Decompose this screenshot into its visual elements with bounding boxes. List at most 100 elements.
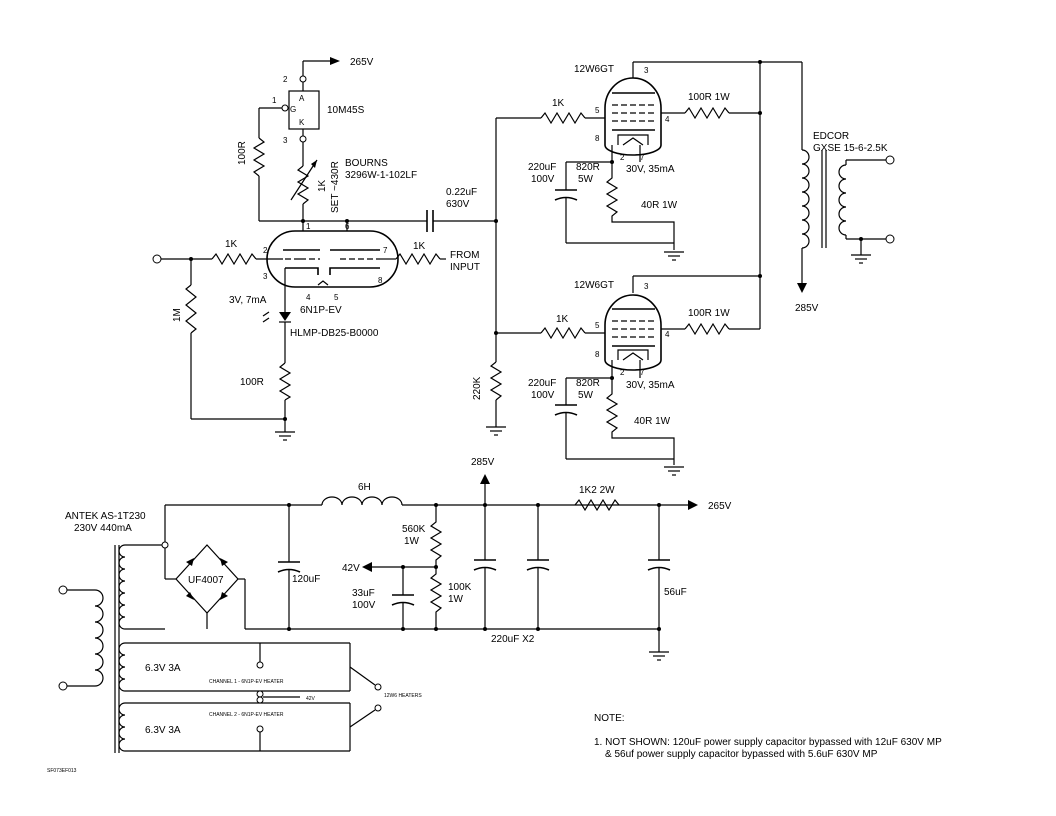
ground-symbol-input	[275, 431, 295, 441]
tube-pin-5: 5	[334, 293, 339, 302]
arrow-left-icon	[362, 562, 372, 572]
r-grid-leak-label: 220K	[472, 376, 483, 400]
scr-letter-k: K	[299, 118, 305, 127]
tube-1-pin2: 2	[620, 153, 625, 162]
ps-primary-winding	[94, 589, 104, 687]
resistor-screen-2	[684, 322, 730, 336]
tube-2-pin2: 2	[620, 368, 625, 377]
bias-1-label: 30V, 35mA	[626, 164, 675, 175]
led-part-label: HLMP-DB25-B0000	[290, 328, 379, 339]
pot-set-label: SET ~430R	[330, 161, 341, 213]
b-plus-label: 285V	[795, 303, 819, 314]
drawing-id: SF073EF013	[47, 768, 77, 774]
resistor-grid-leak-220k	[489, 361, 503, 401]
tube-12w6gt-2-label: 12W6GT	[574, 280, 614, 291]
resistor-grid-left	[211, 252, 257, 266]
tube-pin-8: 8	[378, 276, 383, 285]
heater-1-label: 6.3V 3A	[145, 663, 181, 674]
tube-12w6gt-1-label: 12W6GT	[574, 64, 614, 75]
r-drop-label: 1K2 2W	[579, 485, 615, 496]
choke-label: 6H	[358, 482, 371, 493]
resistor-gate-100r	[252, 137, 266, 177]
tube-pin-2: 2	[263, 246, 268, 255]
heater-42-label: 42V	[306, 696, 316, 702]
input-terminal	[152, 254, 162, 264]
notes: NOTE: 1. NOT SHOWN: 120uF power supply c…	[594, 713, 942, 760]
tube-2-pin4: 4	[665, 330, 670, 339]
cap-coupling-label: 0.22uF	[446, 187, 477, 198]
tube-1-pin8: 8	[595, 134, 600, 143]
ps-transformer-label: ANTEK AS-1T230	[65, 511, 146, 522]
r-cathode-label: 100R	[240, 377, 264, 388]
bias-label: 3V, 7mA	[229, 295, 267, 306]
r-div-bot-label: 100K	[448, 582, 472, 593]
r-input-label: 1M	[172, 308, 183, 322]
tube-6n1p-ev	[266, 230, 399, 288]
r-grid-right-label: 1K	[413, 241, 426, 252]
cap-cathode-2-label: 220uF	[528, 378, 556, 389]
resistor-560k	[429, 505, 443, 567]
heater-12w6-label: 12W6 HEATERS	[384, 693, 422, 699]
node-42-label: 42V	[342, 563, 360, 574]
r-cathode-2-w-label: 5W	[578, 390, 594, 401]
led-emission-arrows-icon	[262, 311, 270, 323]
ground-symbol-ps	[649, 651, 669, 661]
r-heater-1-label: 40R 1W	[641, 200, 678, 211]
cap-out-label: 56uF	[664, 587, 687, 598]
tube-12w6gt-2	[604, 294, 662, 371]
choke-6h	[321, 496, 403, 506]
tube-1-pin4: 4	[665, 115, 670, 124]
resistor-out-grid-2	[540, 326, 586, 340]
resistor-100k	[429, 567, 443, 629]
tube-1-pin5: 5	[595, 106, 600, 115]
ps-heater-winding-2	[118, 702, 126, 752]
cap-42-v-label: 100V	[352, 600, 376, 611]
rectifier-label: UF4007	[188, 575, 224, 586]
bias-2-label: 30V, 35mA	[626, 380, 675, 391]
tube-2-pin8: 8	[595, 350, 600, 359]
ground-symbol-tube1	[664, 251, 684, 261]
pot-value-label: 1K	[317, 179, 328, 192]
scr-10m45s	[281, 75, 320, 143]
r-div-bot-w-label: 1W	[448, 594, 464, 605]
input-label-1: FROM	[450, 250, 479, 261]
cap-cathode-1-label: 220uF	[528, 162, 556, 173]
notes-title: NOTE:	[594, 713, 625, 724]
scr-pin-a: 2	[283, 75, 288, 84]
tube-1-pin7: 7	[640, 153, 645, 162]
heater-ch1-label: CHANNEL 1 - 6N1P-EV HEATER	[209, 679, 284, 685]
r-cathode-1-w-label: 5W	[578, 174, 594, 185]
scr-pin-k: 3	[283, 136, 288, 145]
scr-letter-a: A	[299, 94, 305, 103]
r-cathode-1-label: 820R	[576, 162, 600, 173]
cap-cathode-2-v-label: 100V	[531, 390, 555, 401]
node-265-label: 265V	[708, 501, 732, 512]
tube-2-pin7: 7	[640, 368, 645, 377]
pot-part-label: 3296W-1-102LF	[345, 170, 417, 181]
r-out-grid-2-label: 1K	[556, 314, 569, 325]
r-gate-label: 100R	[237, 141, 248, 165]
resistor-cathode-100r	[278, 362, 292, 401]
r-div-top-label: 560K	[402, 524, 426, 535]
cap-coupling-v-label: 630V	[446, 199, 470, 210]
ps-secondary-hv-winding	[118, 544, 126, 630]
arrow-right-icon	[330, 57, 340, 65]
tube-pin-7: 7	[383, 246, 388, 255]
output-stage: 220K 1K 12W6GT 3 5 4 8 2 7	[472, 60, 895, 476]
node-285-label: 285V	[471, 457, 495, 468]
tube-1-pin3: 3	[644, 66, 649, 75]
scr-pin-g: 1	[272, 96, 277, 105]
arrow-down-icon	[797, 283, 807, 293]
input-stage: 1M 1K 2 1 6 7 3 8 4 5 6N1P-EV 1K FRO	[152, 57, 498, 441]
heater-2-label: 6.3V 3A	[145, 725, 181, 736]
r-screen-2-label: 100R 1W	[688, 308, 730, 319]
ground-symbol-gridleak	[486, 426, 506, 436]
scr-letter-g: G	[290, 105, 296, 114]
r-out-grid-1-label: 1K	[552, 98, 565, 109]
ps-transformer-rating: 230V 440mA	[74, 523, 132, 534]
resistor-cathode-2	[605, 378, 675, 465]
ot-brand-label: EDCOR	[813, 131, 849, 142]
tube-pin-3: 3	[263, 272, 268, 281]
arrow-up-icon	[480, 474, 490, 484]
